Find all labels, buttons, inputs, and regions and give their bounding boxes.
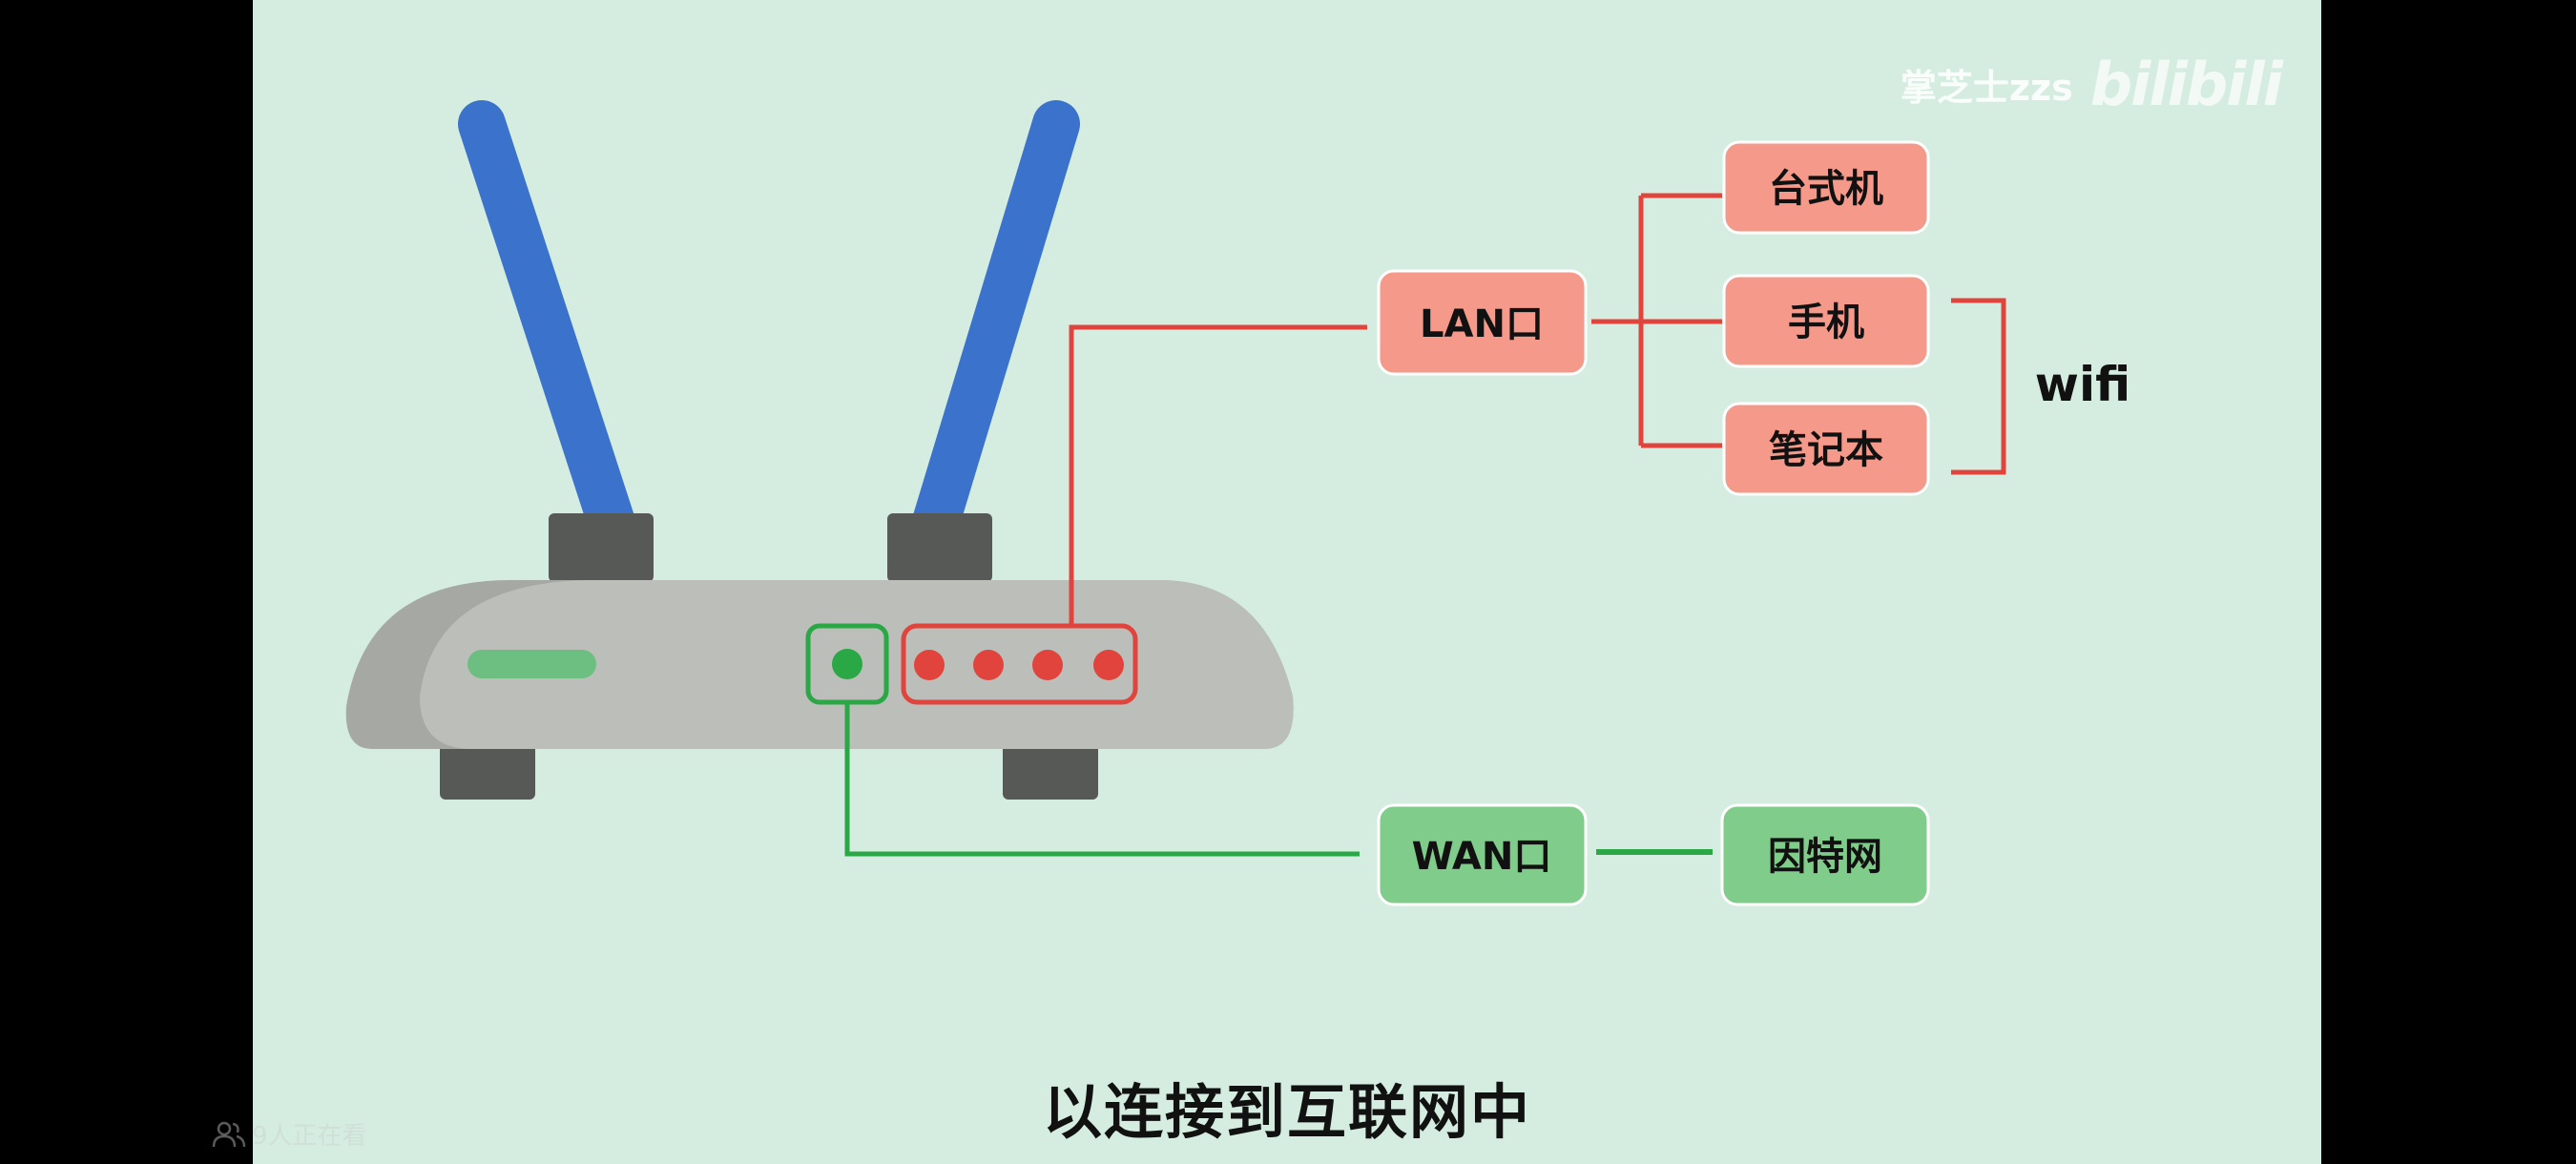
right-antenna-mount: [887, 513, 992, 582]
lan-port-2: [973, 650, 1004, 680]
desktop-node: [1722, 140, 1930, 235]
router-diagram: LAN口 台式机 手机 笔记本 wifi WAN口 因特网: [345, 100, 2130, 906]
people-icon: [212, 1121, 246, 1147]
wan-port: [832, 649, 862, 679]
bilibili-watermark: 掌芝士zzs bilibili: [1900, 50, 2283, 119]
lan-node: [1377, 269, 1588, 376]
left-antenna: [458, 100, 639, 558]
subtitle-caption: 以连接到互联网中: [1042, 1077, 1531, 1147]
left-antenna-mount: [549, 513, 654, 582]
wan-connector-line: [844, 702, 1360, 857]
lan-connector-line: [1069, 324, 1367, 626]
watermark-author: 掌芝士zzs: [1900, 67, 2073, 109]
right-foot: [1003, 735, 1098, 800]
lan-port-frame: [901, 623, 1138, 705]
phone-node: [1722, 274, 1930, 368]
laptop-node: [1722, 402, 1930, 496]
bilibili-logo: bilibili: [2089, 50, 2283, 119]
wifi-bracket: [1951, 298, 2006, 475]
left-foot: [440, 735, 535, 800]
right-antenna: [908, 100, 1080, 558]
video-frame: LAN口 台式机 手机 笔记本 wifi WAN口 因特网 掌芝士zzs bil…: [253, 0, 2321, 1164]
wan-node: [1377, 803, 1588, 906]
lan-port-3: [1032, 650, 1063, 680]
lan-node-label: LAN口: [1420, 302, 1544, 346]
desktop-node-label: 台式机: [1769, 167, 1883, 211]
lan-port-1: [914, 650, 945, 680]
laptop-node-label: 笔记本: [1769, 428, 1883, 472]
lan-port-4: [1093, 650, 1124, 680]
internet-node: [1720, 803, 1930, 906]
wan-node-label: WAN口: [1412, 835, 1552, 879]
wifi-label: wifi: [2035, 357, 2130, 412]
phone-node-label: 手机: [1788, 301, 1864, 344]
viewer-count: 9人正在看: [212, 1116, 367, 1152]
internet-node-label: 因特网: [1768, 835, 1882, 879]
status-light: [467, 650, 596, 678]
viewer-count-text: 9人正在看: [252, 1122, 367, 1151]
